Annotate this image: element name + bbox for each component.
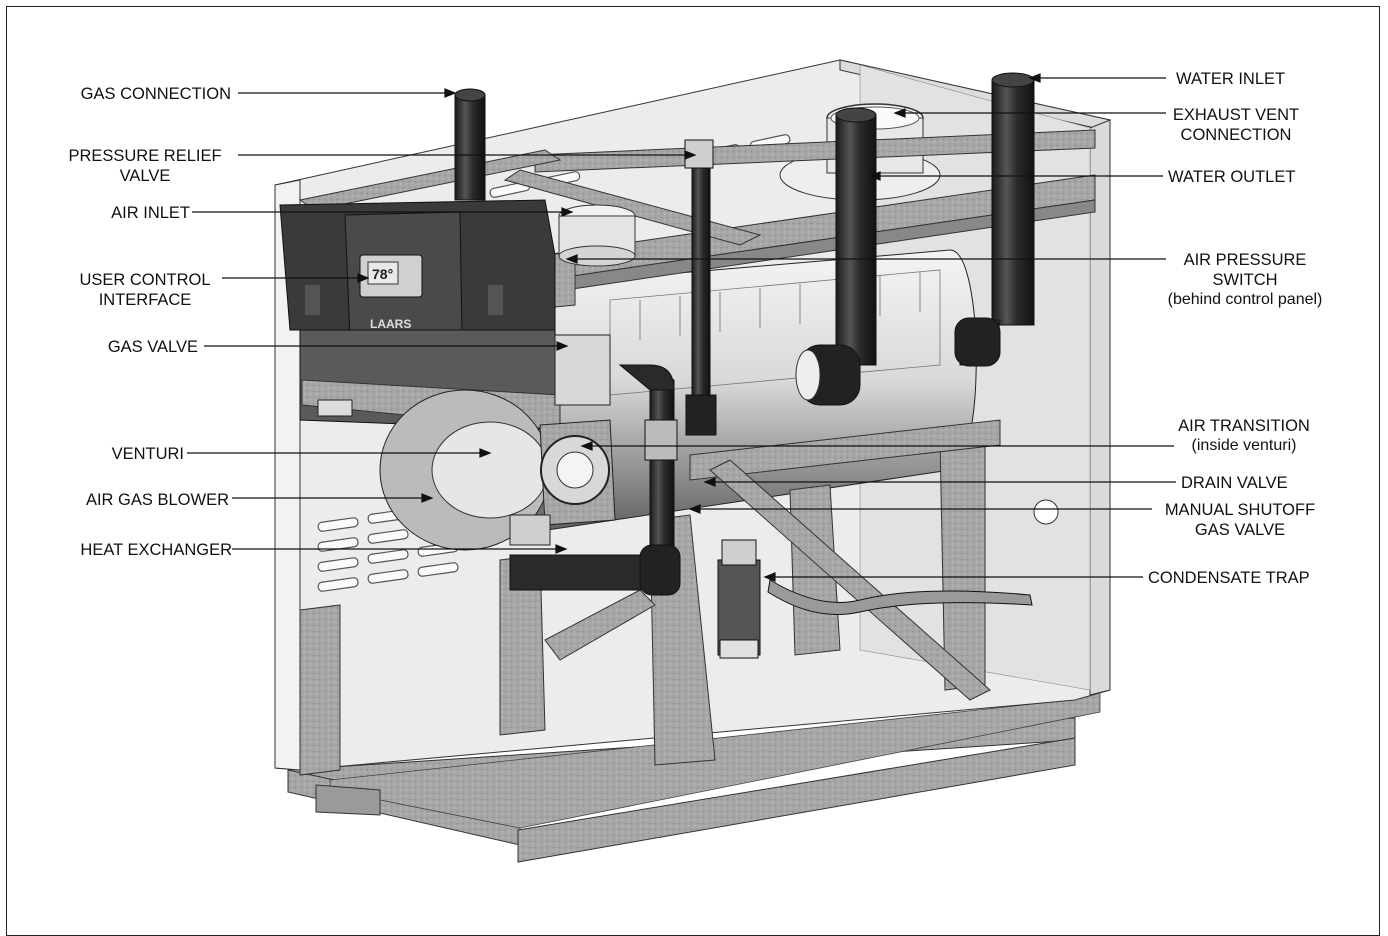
label-gas-connection: GAS CONNECTION [80, 85, 231, 103]
label-gas-valve: GAS VALVE [107, 338, 198, 356]
label-water-outlet: WATER OUTLET [1168, 168, 1296, 186]
label-venturi: VENTURI [111, 445, 184, 463]
label-air-gas-blower: AIR GAS BLOWER [85, 491, 229, 509]
label-drain-valve: DRAIN VALVE [1181, 474, 1288, 492]
control-readout: 78° [372, 266, 393, 282]
leader-lines [187, 73, 1176, 582]
label-air-inlet: AIR INLET [111, 204, 190, 222]
venturi-blower [379, 389, 616, 551]
label-water-inlet: WATER INLET [1176, 70, 1286, 88]
piping [454, 72, 1035, 659]
air-inlet [558, 204, 636, 267]
label-heat-exchanger: HEAT EXCHANGER [80, 541, 232, 559]
label-condensate-trap: CONDENSATE TRAP [1148, 569, 1310, 587]
boiler-illustration: 78° LAARS [187, 59, 1176, 863]
label-air-transition: AIR TRANSITION(inside venturi) [1178, 417, 1310, 454]
brand-logo: LAARS [370, 317, 411, 331]
